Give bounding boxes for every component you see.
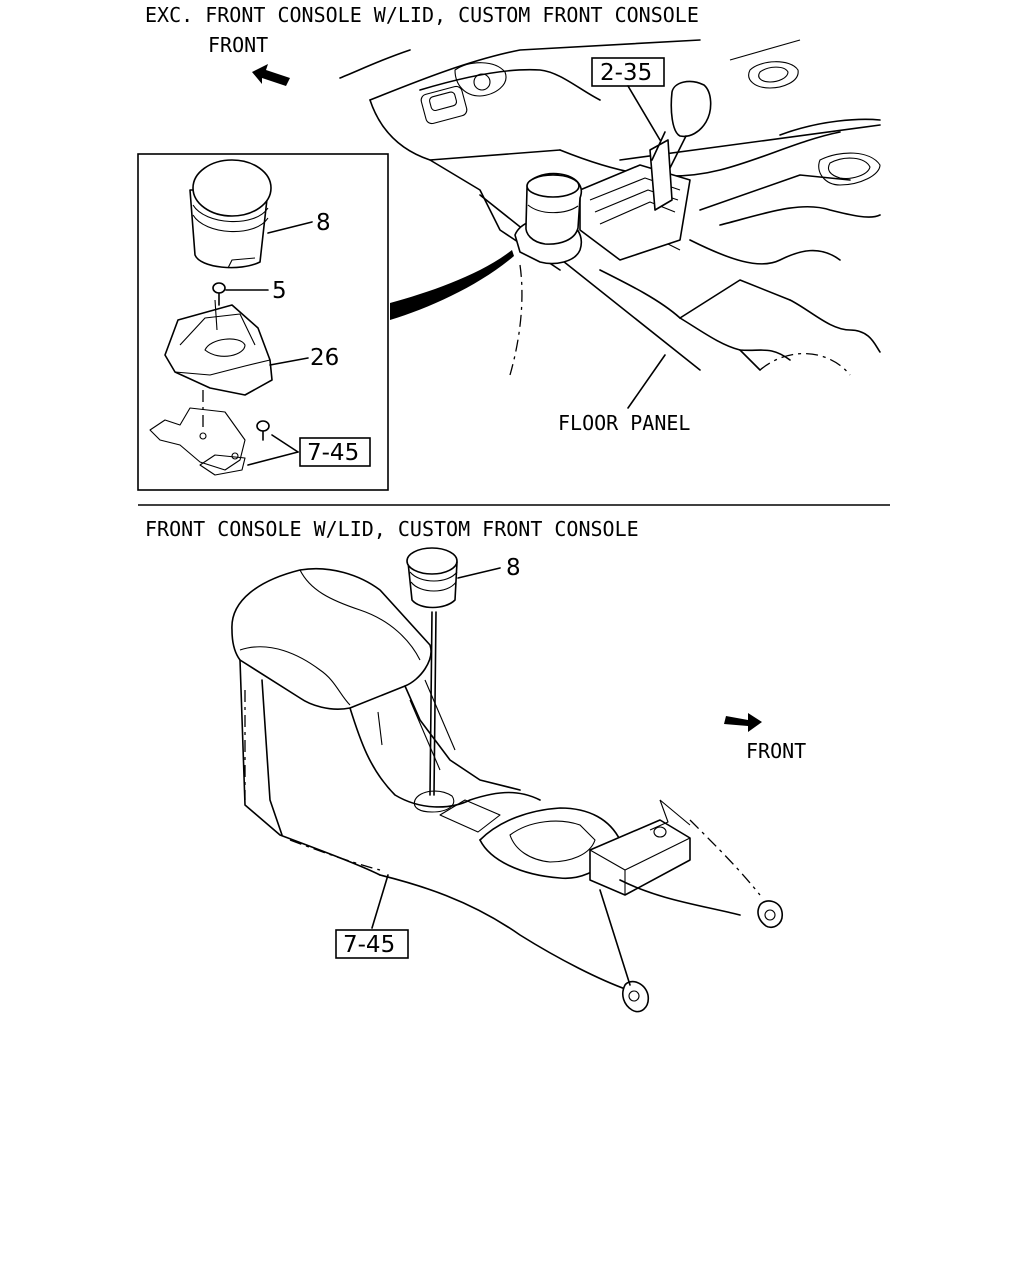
ref-box-7-45-bottom [335, 929, 409, 959]
ref-2-35-label: 2-35 [600, 60, 652, 86]
callout-2-35: 2-35 [591, 57, 665, 141]
ref-7-45-label-top: 7-45 [307, 440, 359, 466]
front-arrow-icon [724, 713, 762, 732]
bottom-front-label: FRONT [746, 739, 806, 763]
screw-7-45-drawing [256, 420, 270, 441]
bottom-section-title: FRONT CONSOLE W/LID, CUSTOM FRONT CONSOL… [145, 517, 639, 541]
mounting-plate-drawing [149, 390, 246, 476]
front-arrow-icon [252, 64, 290, 86]
part-5-screw-drawing [212, 282, 226, 306]
part-26-holder-drawing [164, 299, 273, 396]
callout-floor-panel: FLOOR PANEL [558, 354, 690, 435]
floor-console-drawing [339, 39, 881, 376]
ref-box-7-45-top [299, 437, 371, 467]
detail-pointer-arrow [390, 250, 514, 320]
part-5-label: 5 [272, 278, 287, 304]
detail-inset: 8 5 26 [137, 153, 514, 491]
top-section-title: EXC. FRONT CONSOLE W/LID, CUSTOM FRONT C… [145, 3, 699, 27]
part-8-label-bottom: 8 [506, 555, 521, 581]
floor-panel-label: FLOOR PANEL [558, 411, 690, 435]
callout-7-45-bottom: 7-45 [335, 874, 409, 959]
part-8-label-top: 8 [316, 210, 331, 236]
ref-7-45-label-bottom: 7-45 [343, 932, 395, 958]
cup-holder-installed-drawing [514, 172, 582, 265]
front-console-drawing [231, 567, 783, 1013]
top-front-label: FRONT [208, 33, 268, 57]
gear-shifter-drawing [579, 80, 712, 261]
part-26-label: 26 [310, 345, 339, 371]
part-8-cup-drawing [189, 159, 272, 269]
